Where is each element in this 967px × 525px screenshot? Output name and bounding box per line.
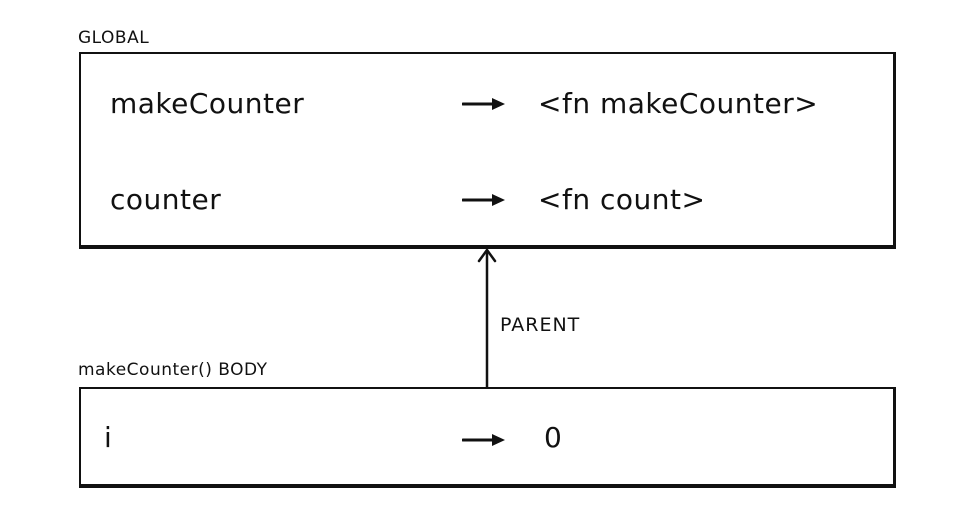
right-arrow-icon (462, 434, 505, 446)
up-arrow-icon (477, 248, 497, 389)
right-arrow-icon (462, 98, 505, 110)
parent-link-label: PARENT (500, 314, 581, 336)
global-binding-name-makecounter: makeCounter (110, 87, 305, 120)
body-frame (79, 387, 896, 488)
global-frame (79, 52, 896, 249)
global-binding-value-makecounter: <fn makeCounter> (538, 87, 819, 120)
body-frame-label: makeCounter() BODY (78, 360, 268, 380)
body-binding-value-i: 0 (544, 421, 563, 454)
global-binding-name-counter: counter (110, 183, 222, 216)
global-binding-value-counter: <fn count> (538, 183, 706, 216)
body-binding-name-i: i (104, 421, 113, 454)
global-frame-label: GLOBAL (78, 28, 150, 48)
right-arrow-icon (462, 194, 505, 206)
